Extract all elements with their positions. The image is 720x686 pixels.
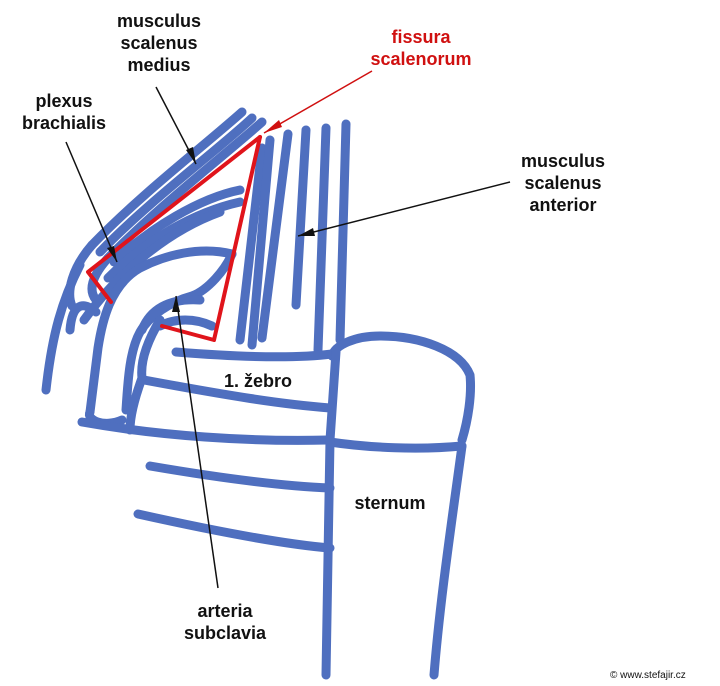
copyright-text: © www.stefajir.cz bbox=[610, 670, 686, 681]
pointer-plexus bbox=[65, 141, 118, 263]
fissura-triangle bbox=[86, 135, 262, 342]
arrowhead-fissura bbox=[264, 120, 282, 133]
sternum-bone bbox=[321, 331, 475, 680]
label-scalenus-medius: musculus scalenus medius bbox=[116, 11, 202, 75]
label-sternum: sternum bbox=[354, 493, 426, 513]
label-arteria-subclavia: arteria subclavia bbox=[183, 601, 267, 643]
arrowhead-arteria bbox=[172, 296, 180, 312]
label-first-rib: 1. žebro bbox=[223, 371, 293, 391]
lower-ribs bbox=[77, 417, 335, 553]
arrowhead-scalenus-anterior bbox=[298, 228, 315, 236]
label-fissura-scalenorum: fissura scalenorum bbox=[370, 27, 472, 69]
pointer-fissura bbox=[263, 70, 373, 134]
arrowhead-scalenus-medius bbox=[186, 147, 196, 164]
arrowhead-plexus bbox=[107, 246, 117, 262]
label-plexus-brachialis: plexus brachialis bbox=[21, 91, 107, 133]
pointer-scalenus-anterior bbox=[297, 181, 511, 237]
label-scalenus-anterior: musculus scalenus anterior bbox=[520, 151, 606, 215]
plexus-brachialis bbox=[65, 185, 245, 335]
scalenus-anterior-muscle bbox=[235, 119, 351, 355]
pointer-arteria bbox=[175, 295, 219, 589]
scalenus-medius-muscle bbox=[41, 107, 267, 395]
